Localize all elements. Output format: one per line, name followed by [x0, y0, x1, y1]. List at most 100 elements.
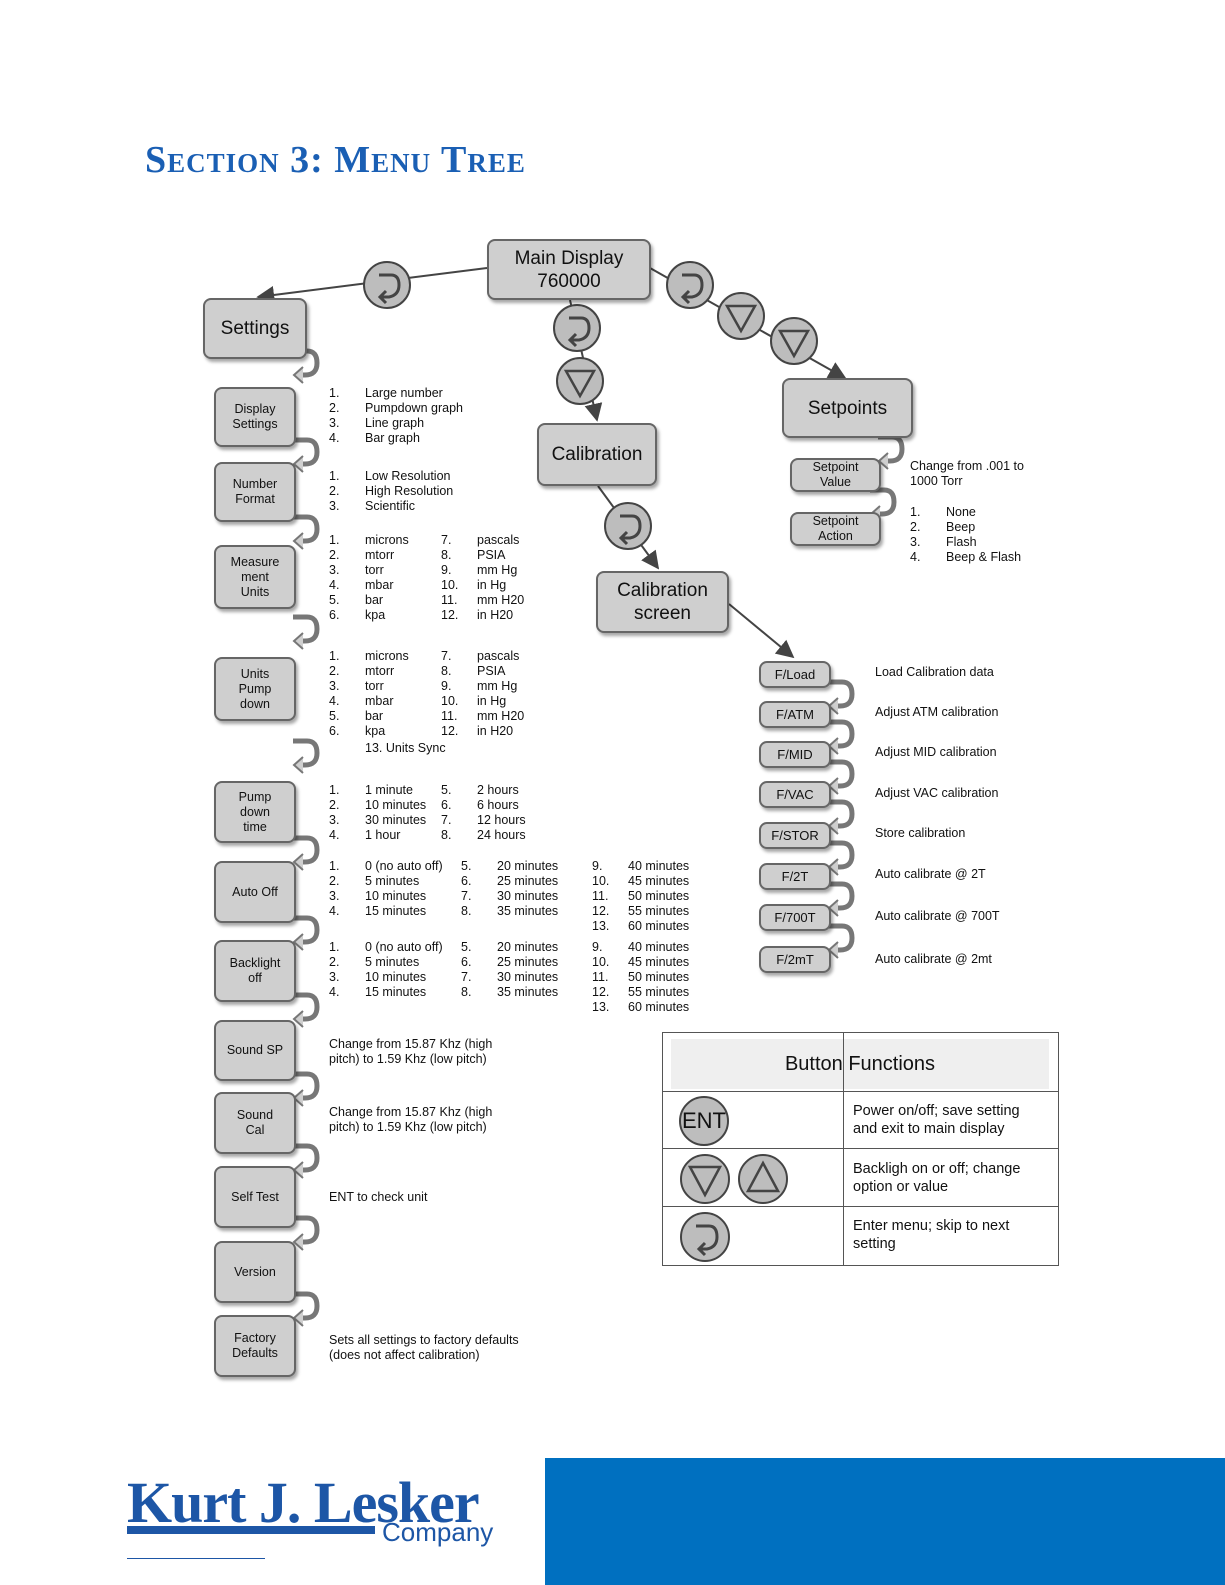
option-label: microns: [365, 649, 409, 663]
option-number: 1.: [329, 649, 340, 663]
footer-bar: [545, 1458, 1225, 1585]
option-row: 2.Beep: [910, 520, 1021, 535]
option-label: [365, 919, 461, 934]
option-label: 1 hour: [365, 827, 401, 842]
option-row: 13.60 minutes: [329, 919, 689, 934]
option-number: [461, 919, 497, 934]
option-label: 55 minutes: [628, 903, 690, 918]
up-arrow-icon: [738, 1154, 788, 1204]
f-load-button: F/Load: [759, 661, 831, 688]
factory-defaults-note: Sets all settings to factory defaults (d…: [329, 1333, 519, 1362]
option-label: [497, 1000, 592, 1015]
table-divider: [843, 1092, 844, 1149]
calibration-node: Calibration: [537, 423, 657, 486]
option-label: torr: [365, 562, 384, 577]
sound-cal-note: Change from 15.87 Khz (high pitch) to 1.…: [329, 1105, 493, 1134]
option-number: 6.: [461, 873, 472, 888]
option-label: in H20: [477, 723, 514, 738]
button-function-desc: Power on/off; save setting and exit to m…: [853, 1103, 1020, 1137]
setpoints-node: Setpoints: [782, 378, 913, 438]
option-number: 2.: [329, 547, 340, 562]
display-settings-node: Display Settings: [214, 387, 296, 447]
option-number: 5.: [441, 783, 452, 797]
option-label: mm Hg: [477, 562, 518, 577]
option-number: 10.: [441, 577, 459, 592]
option-label: 10 minutes: [365, 969, 427, 984]
auto-off-node: Auto Off: [214, 861, 296, 923]
option-row: 13.60 minutes: [329, 1000, 689, 1015]
option-label: microns: [365, 533, 409, 547]
option-number: 2.: [329, 483, 340, 498]
option-number: 3.: [329, 888, 340, 903]
option-number: 7.: [461, 969, 472, 984]
option-number: 4.: [329, 903, 340, 918]
option-label: in H20: [477, 607, 514, 622]
option-number: 3.: [329, 562, 340, 577]
option-number: 2.: [329, 663, 340, 678]
option-label: 0 (no auto off): [365, 859, 443, 873]
option-number: 4.: [329, 693, 340, 708]
down-arrow-icon: [555, 356, 605, 406]
number-format-node: Number Format: [214, 462, 296, 522]
factory-defaults-node: Factory Defaults: [214, 1315, 296, 1377]
units-pump-down-node: Units Pump down: [214, 657, 296, 721]
calibration-desc: Store calibration: [875, 826, 966, 840]
table-divider: [843, 1207, 844, 1266]
option-label: 5 minutes: [365, 873, 420, 888]
option-label: 30 minutes: [497, 888, 559, 903]
button-function-desc: Enter menu; skip to next setting: [853, 1218, 1010, 1252]
option-number: 5.: [461, 859, 472, 873]
option-label: mtorr: [365, 547, 395, 562]
option-number: 11.: [441, 592, 458, 607]
enter-icon: [665, 260, 715, 310]
f-stor-button: F/STOR: [759, 822, 831, 849]
option-label: mbar: [365, 577, 394, 592]
option-label: 45 minutes: [628, 873, 690, 888]
option-number: 11.: [441, 708, 458, 723]
f-mid-button: F/MID: [759, 741, 831, 768]
option-number: 3.: [329, 678, 340, 693]
option-number: 11.: [592, 888, 609, 903]
calibration-screen-node: Calibration screen: [596, 571, 729, 633]
option-label: High Resolution: [365, 483, 454, 498]
option-label: 24 hours: [477, 827, 526, 842]
option-label: 2 hours: [477, 783, 519, 797]
backlight-off-node: Backlight off: [214, 940, 296, 1002]
sound-sp-note: Change from 15.87 Khz (high pitch) to 1.…: [329, 1037, 493, 1066]
option-number: 3.: [329, 969, 340, 984]
company-logo-subtitle: Company: [382, 1517, 494, 1547]
option-number: 13.: [592, 999, 610, 1014]
option-label: Bar graph: [365, 430, 420, 445]
option-number: 9.: [441, 678, 452, 693]
enter-icon: [552, 303, 602, 353]
option-number: 10.: [592, 954, 610, 969]
option-label: mm H20: [477, 708, 525, 723]
option-label: 20 minutes: [497, 940, 559, 954]
option-label: Line graph: [365, 415, 425, 430]
option-label: 45 minutes: [628, 954, 690, 969]
option-label: 25 minutes: [497, 954, 559, 969]
option-number: 1.: [329, 859, 340, 873]
setpoint-value-node: Setpoint Value: [790, 458, 881, 492]
option-label: Large number: [365, 386, 443, 400]
option-number: 8.: [441, 663, 452, 678]
option-number: 13.: [592, 918, 610, 933]
option-number: 2.: [329, 797, 340, 812]
option-label: 15 minutes: [365, 903, 427, 918]
option-row: 3.Scientific: [329, 499, 453, 514]
f-vac-button: F/VAC: [759, 781, 831, 808]
number-format-options: 1.Low Resolution 2.High Resolution 3.Sci…: [329, 469, 453, 514]
option-number: 2.: [329, 954, 340, 969]
option-number: 1.: [910, 505, 921, 519]
option-number: 3.: [329, 812, 340, 827]
